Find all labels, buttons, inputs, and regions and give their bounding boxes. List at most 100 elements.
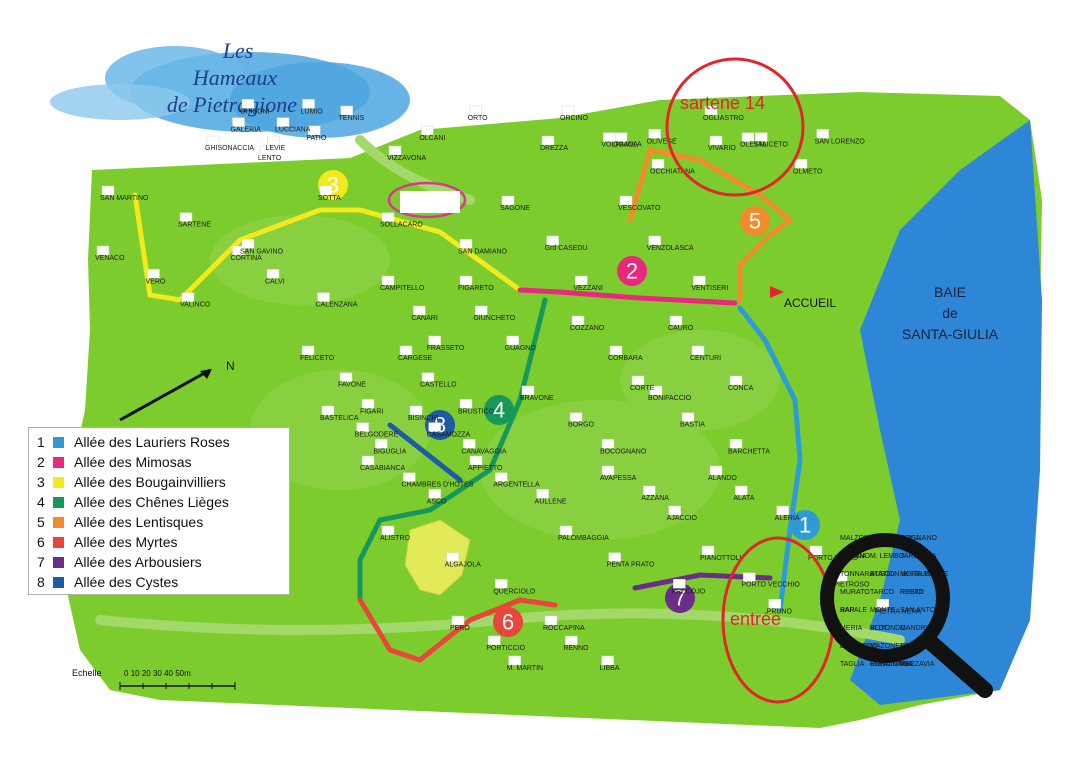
tennis-court [400,191,460,213]
place-label: CORTE [630,385,655,392]
place-label: CHAMBRES D'HOTES [401,482,473,489]
place-label: VEZZANI [573,285,603,292]
place-label: PORTO VECCHIO [741,582,800,589]
place-label: QUERCIOLO [493,588,536,595]
legend-swatch [53,536,64,548]
place-label: VOLPAJOLA [601,142,642,149]
place-label: PORTO POLLO [808,555,858,562]
place-label: TENNIS [339,115,365,122]
building [179,212,193,222]
building [571,315,585,326]
building [463,439,476,449]
building [569,412,583,422]
building [561,105,575,116]
place-label: CANAVAGGIA [461,448,507,455]
building [704,105,718,116]
place-label: VIVARIO [708,145,736,152]
building [648,129,661,139]
place-label: ROTONDO [870,625,906,632]
place-label: CONCA [728,385,754,392]
bay-label: BAIE de SANTA-GIULIA [902,284,999,342]
place-label: BASTELICA [320,415,359,422]
place-label: BLOC [870,625,889,632]
place-label: VENTISERI [691,285,728,292]
building [381,212,395,222]
building [609,345,623,356]
legend-swatch [53,436,64,448]
building [565,635,578,646]
place-label: STATION de RELEVAGE [870,571,949,578]
place-label: FELICETO [300,355,335,362]
building [421,125,434,136]
building [413,305,426,316]
place-label: SARTENE [178,222,211,229]
building [508,655,521,666]
route-badge-6: 6 [493,607,523,637]
place-label: LUCCIANA [275,127,311,134]
map-title-line1: Les [222,38,254,63]
place-label: FRASSETO [427,345,465,352]
legend-number: 7 [37,554,45,570]
place-label: COZZANO [570,325,605,332]
place-label: MURATO [840,589,870,596]
legend-number: 6 [37,534,45,550]
allee-4-path [357,297,548,603]
building [729,375,743,386]
place-label: MANDRIALE [900,625,941,632]
wooded-patches [210,215,780,540]
legend-swatch [53,476,64,488]
place-label: ROCCAPINA [543,625,585,632]
place-label: PRECOJO [671,588,705,595]
place-label: RONDINARA [870,661,912,668]
place-label: RENNO [563,645,589,652]
place-label: GALERIA [231,127,262,134]
building [768,599,781,609]
place-label: BORGO [568,422,595,429]
building [735,485,748,496]
legend-label: Allée des Chênes Lièges [74,494,229,510]
svg-text:de: de [942,305,958,321]
building [631,375,645,386]
building [816,129,829,139]
place-label: PATIO [306,135,327,142]
building [488,635,501,646]
svg-text:6: 6 [502,610,514,635]
building [794,159,808,169]
place-label: TARCO [870,589,895,596]
building [206,135,220,146]
legend-label: Allée des Myrtes [74,534,178,550]
allee-1-path [737,305,803,613]
place-label: ASCO [427,498,447,505]
svg-text:7: 7 [674,586,686,611]
building [536,489,549,499]
svg-text:4: 4 [493,398,505,423]
building [409,405,423,416]
building [267,135,280,146]
route-badge-2: 2 [617,256,647,286]
place-label: LENTO [258,155,282,162]
place-label: CANARI [411,315,438,322]
place-label: CASAMOZZA [427,432,471,439]
place-label: SAN MARTINO [100,195,149,202]
credit-line: ad publico - bastia - 04 95 30 67 20 [862,716,1004,726]
building [340,105,353,116]
place-label: RESTO [900,589,925,596]
place-label: VENACO [95,255,125,262]
tennis-highlight [387,181,467,219]
legend-number: 8 [37,574,45,590]
place-label: ALANDO [708,475,737,482]
place-label: PORTICCIO [486,645,525,652]
place-label: CALVI [265,278,285,285]
place-label: SAGONE [500,205,530,212]
place-label: M. MARTIN [507,665,543,672]
place-label: PALOMBAGGIA [558,535,609,542]
place-label: MALZONE [840,535,874,542]
building [741,132,755,142]
building [266,269,280,279]
building [361,399,375,409]
scale-title: Echelle [72,668,102,678]
place-label: BONIFACCIO [648,395,692,402]
building [319,185,333,196]
